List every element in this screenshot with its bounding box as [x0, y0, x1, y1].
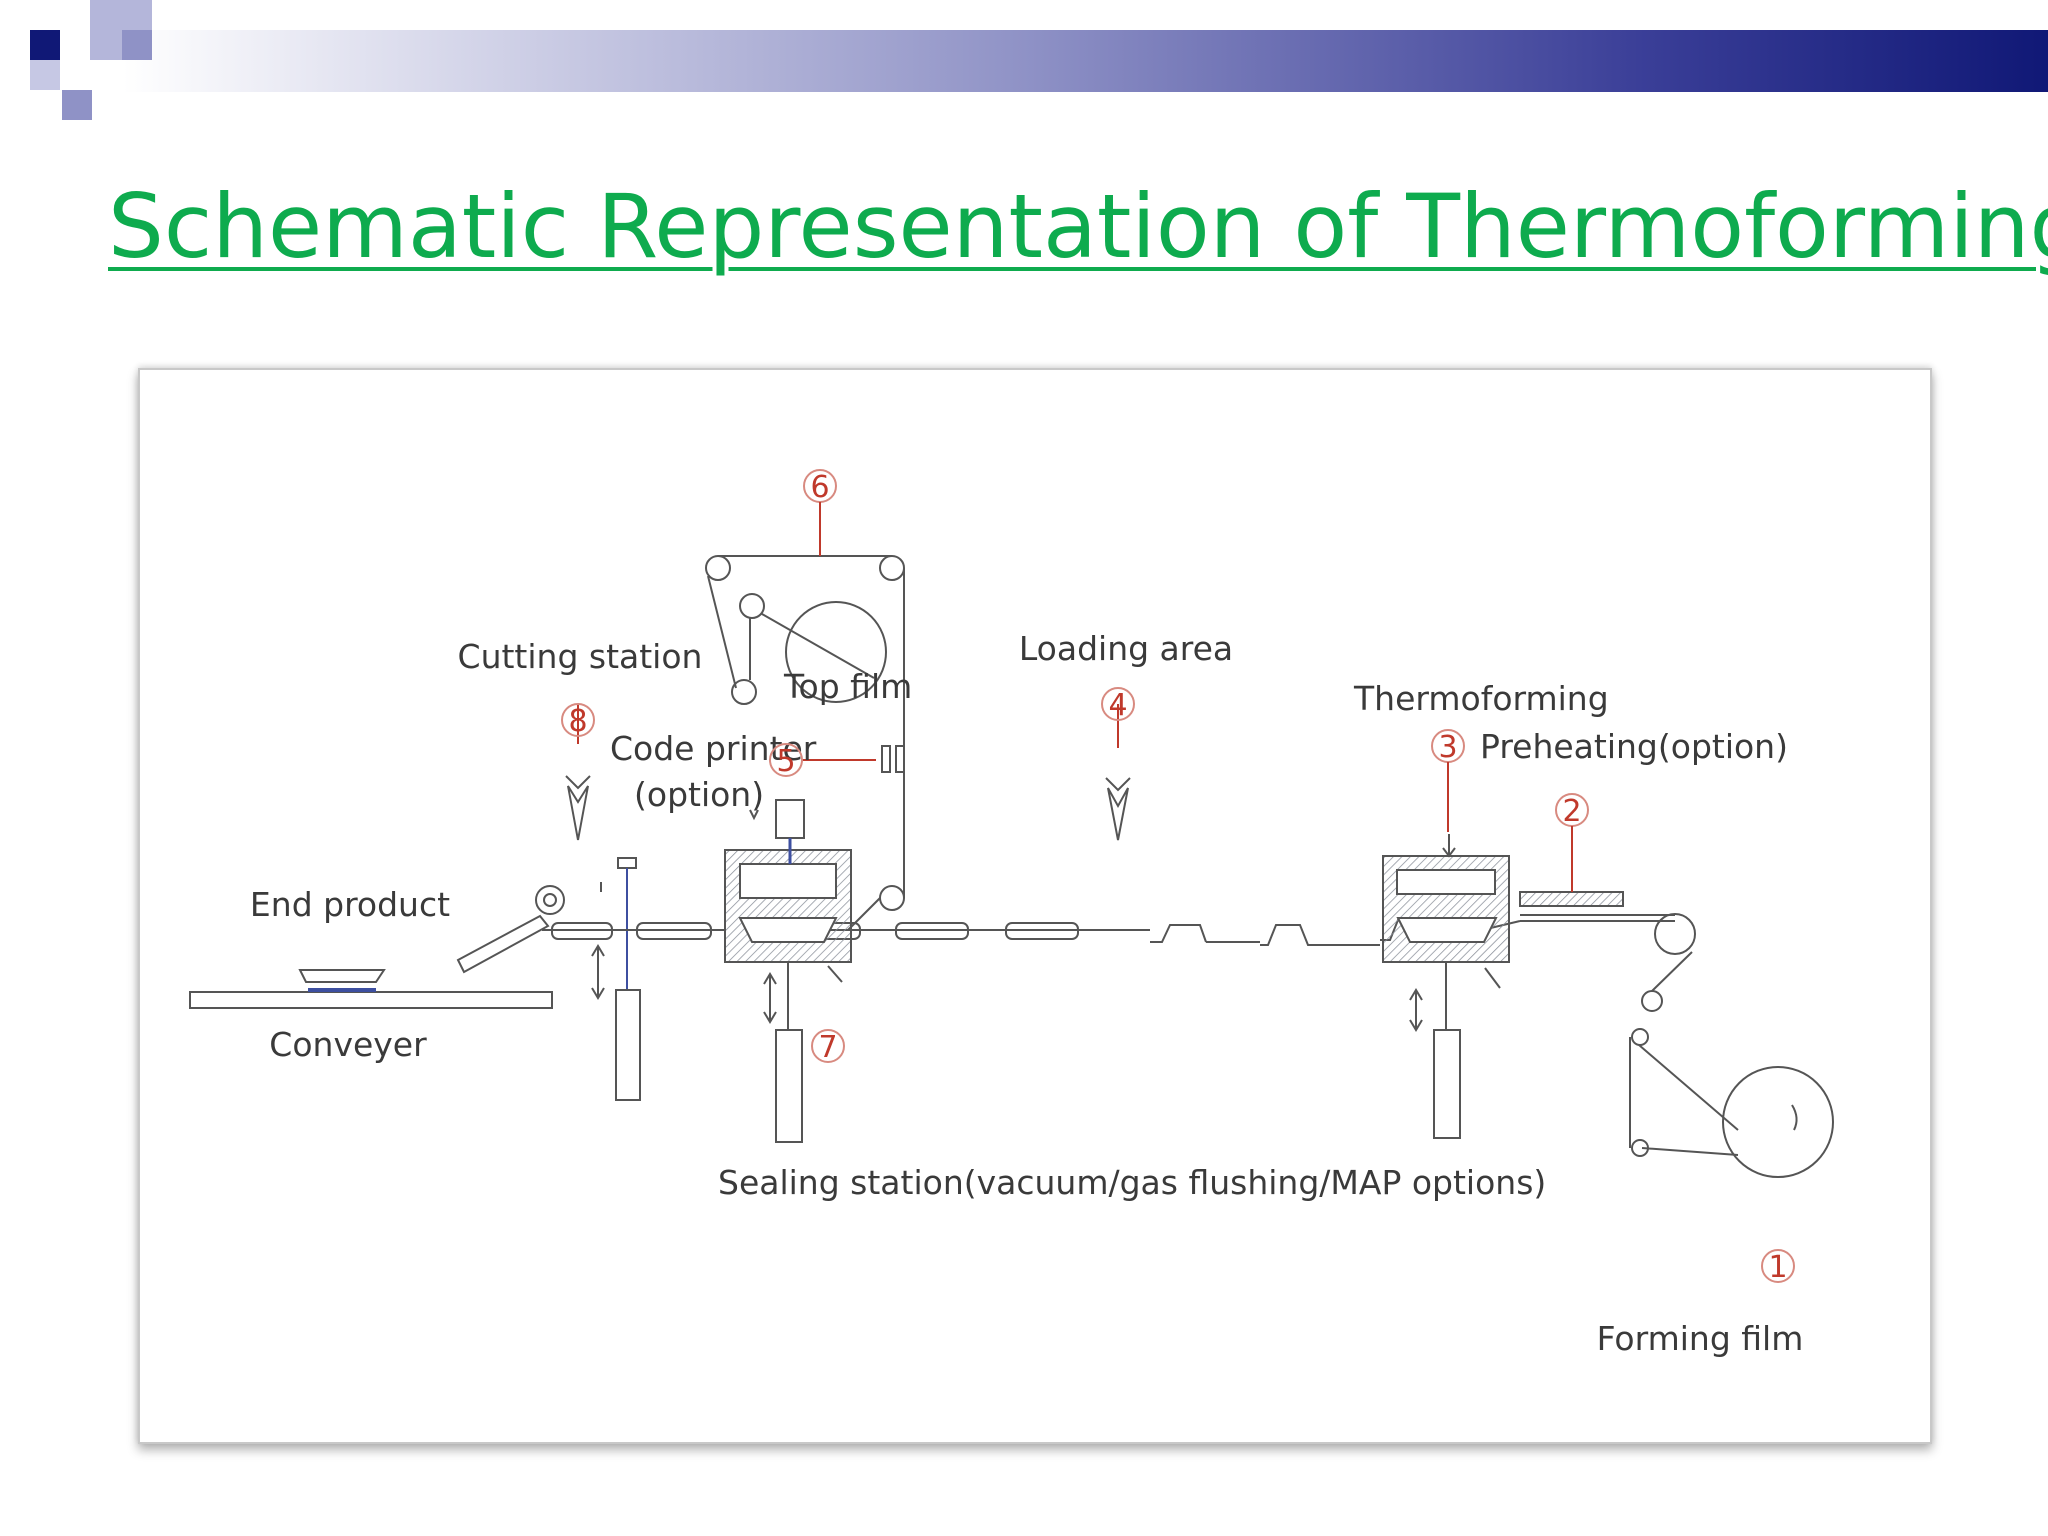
code-printer [749, 745, 905, 821]
station-number-1-text: 1 [1768, 1250, 1787, 1285]
code-printer-option-label: (option) [634, 775, 764, 814]
station-number-4-text: 4 [1108, 688, 1127, 723]
station-number-7-text: 7 [818, 1030, 837, 1065]
thermoforming-label: Thermoforming [1353, 679, 1609, 718]
top-film-label: Top film [783, 667, 912, 706]
thermoforming-station [1382, 834, 1510, 1139]
diagram-frame: Forming film Preheating(option) Thermofo… [138, 368, 1932, 1444]
station-number-3-text: 3 [1438, 730, 1457, 765]
slide-title: Schematic Representation of Thermoformin… [108, 175, 2048, 278]
thermoforming-diagram: Forming film Preheating(option) Thermofo… [189, 469, 1834, 1358]
exit-roller [456, 885, 565, 974]
preheating-plate [1519, 891, 1624, 907]
station-number-1: 1 [1761, 1249, 1795, 1285]
station-number-5-text: 5 [776, 744, 795, 779]
station-number-6: 6 [803, 469, 837, 520]
loading-area-label: Loading area [1019, 629, 1233, 668]
sealing-station [724, 799, 852, 1143]
conveyer [189, 969, 553, 1009]
station-number-2: 2 [1555, 793, 1589, 892]
station-number-7: 7 [811, 1029, 845, 1065]
forming-film-roll [1629, 913, 1834, 1178]
corner-square-mid [62, 90, 92, 120]
station-number-6-text: 6 [810, 470, 829, 505]
cutting-station [542, 704, 725, 1101]
end-product-label: End product [250, 885, 450, 924]
sealing-station-label: Sealing station(vacuum/gas flushing/MAP … [718, 1163, 1546, 1202]
station-number-2-text: 2 [1562, 794, 1581, 829]
loading-area-arrow [1105, 704, 1131, 841]
top-film-roll [705, 520, 905, 931]
preheating-label: Preheating(option) [1480, 727, 1788, 766]
station-number-8: 8 [561, 703, 595, 739]
forming-film-label: Forming film [1597, 1319, 1804, 1358]
corner-square-dark [30, 30, 60, 60]
station-number-3: 3 [1431, 729, 1465, 832]
code-printer-label: Code printer [610, 729, 817, 768]
station-number-8-text: 8 [568, 704, 587, 739]
station-number-5: 5 [769, 743, 803, 779]
corner-square-mid [122, 30, 152, 60]
corner-square-light [30, 60, 60, 90]
header-banner [0, 30, 2048, 92]
cutting-station-label: Cutting station [458, 637, 703, 676]
conveyer-label: Conveyer [269, 1025, 427, 1064]
station-number-4: 4 [1101, 687, 1135, 723]
